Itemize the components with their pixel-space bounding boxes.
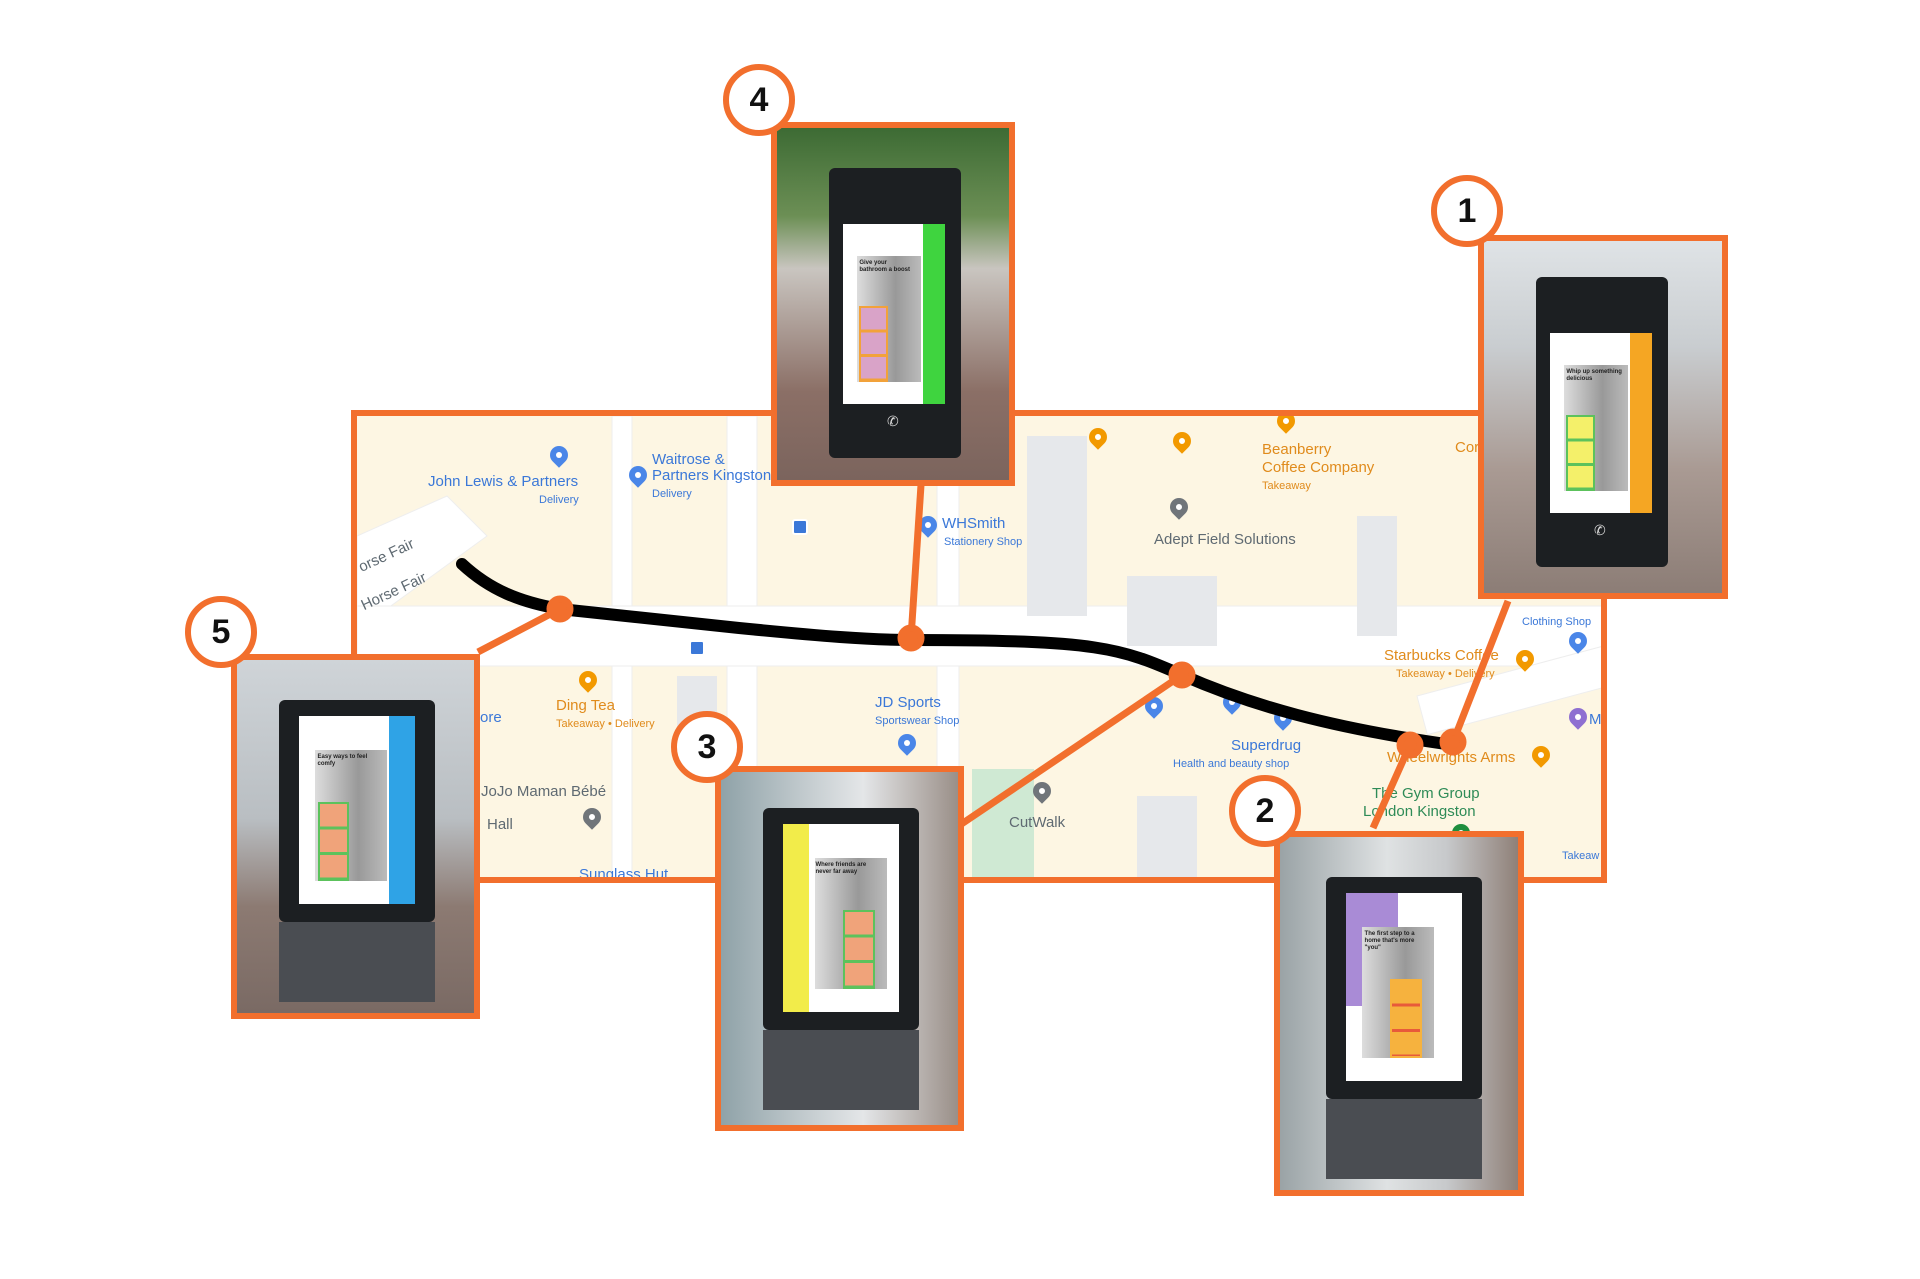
connector-4 bbox=[907, 484, 925, 639]
poster-screen: The first step to a home that's more "yo… bbox=[1346, 893, 1462, 1081]
label-waitrose-2[interactable]: Partners Kingston bbox=[652, 467, 772, 484]
label-jd-sports-sub: Sportswear Shop bbox=[875, 715, 960, 727]
advertising-panel: Where friends are never far away bbox=[763, 808, 919, 1030]
poster-stripe bbox=[783, 824, 809, 1012]
poster-stripe bbox=[1629, 333, 1652, 513]
label-takeaway: Takeaw bbox=[1562, 850, 1600, 862]
label-gym[interactable]: The Gym Group bbox=[1372, 785, 1480, 802]
label-gym-2[interactable]: London Kingston bbox=[1363, 803, 1476, 820]
label-waitrose-sub: Delivery bbox=[652, 488, 692, 500]
label-whsmith-sub: Stationery Shop bbox=[944, 536, 1023, 548]
product-stack bbox=[1566, 415, 1595, 492]
product-stack bbox=[317, 802, 350, 882]
route-marker-3 bbox=[1168, 661, 1196, 689]
label-john-lewis-sub: Delivery bbox=[539, 494, 579, 506]
label-ore: ore bbox=[480, 709, 502, 726]
connector-5 bbox=[476, 605, 562, 656]
poster-stripe bbox=[922, 224, 945, 404]
label-jd-sports[interactable]: JD Sports bbox=[875, 694, 941, 711]
phone-kiosk: Whip up something delicious ✆ bbox=[1536, 277, 1668, 567]
panel-base bbox=[763, 1030, 919, 1110]
bus-stop-icon[interactable] bbox=[689, 640, 705, 656]
map: John Lewis & Partners Delivery Waitrose … bbox=[351, 410, 1607, 883]
route-marker-5 bbox=[546, 595, 574, 623]
label-ding-tea[interactable]: Ding Tea bbox=[556, 697, 615, 714]
label-ding-tea-sub: Takeaway • Delivery bbox=[556, 718, 655, 730]
walking-route bbox=[456, 558, 1459, 751]
product-stack bbox=[859, 306, 888, 383]
label-whsmith[interactable]: WHSmith bbox=[942, 515, 1006, 532]
bus-stop-icon[interactable] bbox=[792, 519, 808, 535]
location-badge-3: 3 bbox=[671, 711, 743, 783]
phone-icon: ✆ bbox=[1594, 522, 1606, 538]
label-superdrug[interactable]: Superdrug bbox=[1231, 737, 1302, 754]
phone-icon: ✆ bbox=[887, 413, 899, 429]
map-streets bbox=[357, 416, 1601, 877]
label-beanberry-sub: Takeaway bbox=[1262, 480, 1311, 492]
label-me: Me bbox=[1589, 711, 1602, 728]
location-photo-1[interactable]: Whip up something delicious ✆ bbox=[1478, 235, 1728, 599]
location-photo-2[interactable]: The first step to a home that's more "yo… bbox=[1274, 831, 1524, 1196]
label-cutwalk[interactable]: CutWalk bbox=[1009, 814, 1066, 831]
label-hall: Hall bbox=[487, 816, 513, 833]
poster-screen: Where friends are never far away bbox=[783, 824, 899, 1012]
location-badge-2: 2 bbox=[1229, 775, 1301, 847]
phone-kiosk: Give your bathroom a boost ✆ bbox=[829, 168, 961, 458]
poster-text: Whip up something delicious bbox=[1566, 369, 1622, 382]
route-marker-2 bbox=[1396, 731, 1424, 759]
product-stack bbox=[1390, 979, 1422, 1059]
poster-text: Easy ways to feel comfy bbox=[317, 753, 368, 767]
location-badge-4: 4 bbox=[723, 64, 795, 136]
poster-text: Give your bathroom a boost bbox=[859, 260, 910, 273]
panel-base bbox=[279, 922, 435, 1002]
poster-text: Where friends are never far away bbox=[815, 861, 867, 875]
label-clothing-shop[interactable]: Clothing Shop bbox=[1522, 616, 1592, 628]
poster-screen: Whip up something delicious bbox=[1550, 333, 1652, 513]
connector-2 bbox=[1369, 743, 1414, 830]
label-starbucks-sub: Takeaway • Delivery bbox=[1396, 668, 1495, 680]
location-photo-5[interactable]: Easy ways to feel comfy bbox=[231, 654, 480, 1019]
label-waitrose[interactable]: Waitrose & bbox=[652, 451, 725, 468]
poster-text: The first step to a home that's more "yo… bbox=[1364, 930, 1415, 951]
location-badge-5: 5 bbox=[185, 596, 257, 668]
label-beanberry[interactable]: Beanberry bbox=[1262, 441, 1332, 458]
label-adept[interactable]: Adept Field Solutions bbox=[1154, 531, 1296, 548]
label-starbucks[interactable]: Starbucks Coffee bbox=[1384, 647, 1499, 664]
label-jojo[interactable]: JoJo Maman Bébé bbox=[481, 783, 607, 800]
product-stack bbox=[843, 910, 876, 990]
advertising-panel: Easy ways to feel comfy bbox=[279, 700, 435, 922]
poster-screen: Give your bathroom a boost bbox=[843, 224, 945, 404]
location-badge-1: 1 bbox=[1431, 175, 1503, 247]
park-area bbox=[972, 769, 1034, 877]
advertising-panel: The first step to a home that's more "yo… bbox=[1326, 877, 1482, 1099]
connector-3 bbox=[958, 672, 1184, 828]
label-cor[interactable]: Cor bbox=[1455, 439, 1480, 456]
label-superdrug-sub: Health and beauty shop bbox=[1173, 758, 1290, 770]
route-marker-4 bbox=[897, 624, 925, 652]
label-beanberry-2[interactable]: Coffee Company bbox=[1262, 459, 1375, 476]
location-photo-3[interactable]: Where friends are never far away bbox=[715, 766, 964, 1131]
route-marker-1 bbox=[1439, 728, 1467, 756]
label-john-lewis[interactable]: John Lewis & Partners bbox=[428, 473, 579, 490]
location-photo-4[interactable]: Give your bathroom a boost ✆ bbox=[771, 122, 1015, 486]
connector-1 bbox=[1449, 599, 1512, 744]
poster-stripe bbox=[389, 716, 415, 904]
panel-base bbox=[1326, 1099, 1482, 1179]
poster-screen: Easy ways to feel comfy bbox=[299, 716, 415, 904]
label-sunglass-hut[interactable]: Sunglass Hut bbox=[579, 866, 669, 883]
